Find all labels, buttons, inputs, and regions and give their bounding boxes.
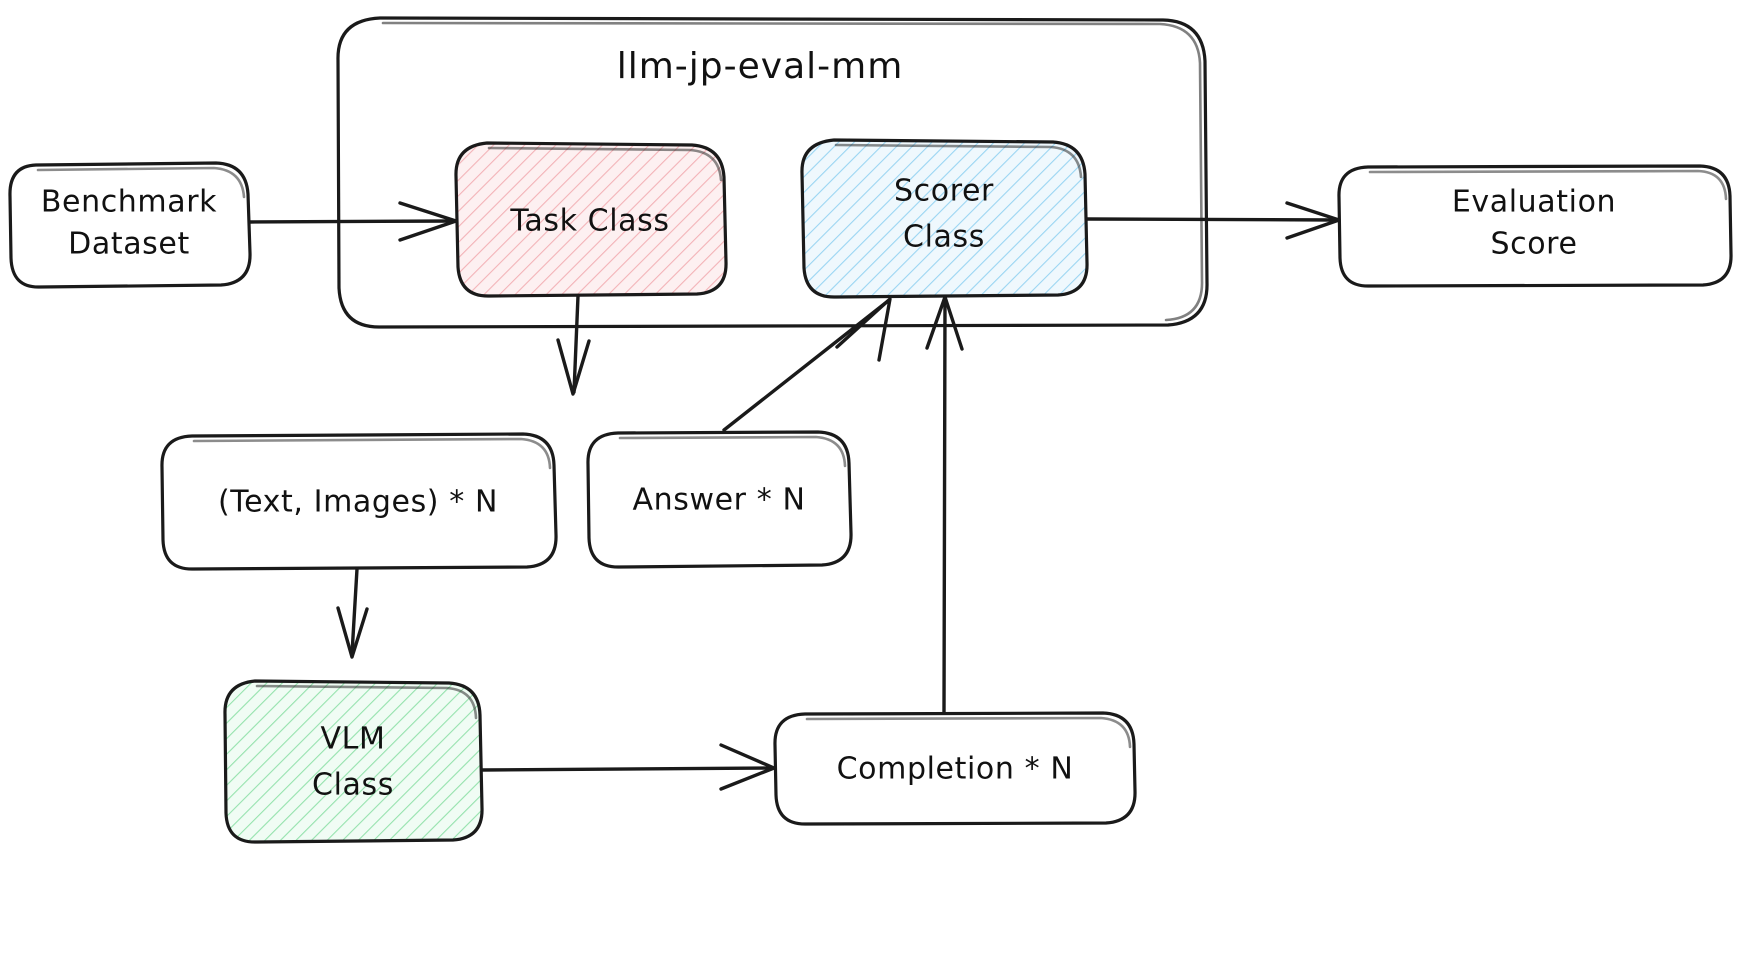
- node-answer-label-1: Answer * N: [632, 483, 805, 518]
- node-benchmark-dataset[interactable]: Benchmark Dataset: [8, 161, 252, 289]
- node-scorer-class-label-1: Scorer: [894, 174, 994, 209]
- node-evaluation-score[interactable]: Evaluation Score: [1337, 164, 1733, 288]
- node-vlm-class-label-1: VLM: [321, 722, 386, 757]
- node-evaluation-score-label-1: Evaluation: [1452, 185, 1616, 220]
- edge-task-to-text-images: [556, 294, 591, 396]
- edge-completion-to-scorer: [925, 295, 964, 715]
- edge-benchmark-to-task: [248, 201, 458, 242]
- node-vlm-class-label-2: Class: [312, 768, 394, 803]
- edge-answer-to-scorer: [722, 297, 892, 432]
- node-completion[interactable]: Completion * N: [773, 711, 1137, 826]
- container-title: llm-jp-eval-mm: [617, 46, 904, 87]
- node-evaluation-score-label-2: Score: [1490, 227, 1577, 262]
- node-scorer-class-label-2: Class: [903, 220, 985, 255]
- edge-text-images-to-vlm: [336, 567, 369, 659]
- node-task-class[interactable]: Task Class: [454, 141, 728, 298]
- node-benchmark-dataset-label-1: Benchmark: [41, 185, 217, 220]
- node-scorer-class[interactable]: Scorer Class: [800, 138, 1089, 299]
- node-task-class-label-1: Task Class: [509, 204, 669, 239]
- node-vlm-class[interactable]: VLM Class: [223, 679, 484, 844]
- node-text-images[interactable]: (Text, Images) * N: [160, 432, 558, 571]
- node-answer[interactable]: Answer * N: [586, 430, 853, 569]
- edge-vlm-to-completion: [480, 743, 776, 791]
- node-benchmark-dataset-label-2: Dataset: [68, 227, 190, 262]
- node-text-images-label-1: (Text, Images) * N: [218, 485, 498, 520]
- container-llm-jp-eval-mm: llm-jp-eval-mm: [336, 16, 1209, 329]
- node-completion-label-1: Completion * N: [837, 752, 1074, 787]
- edge-scorer-to-evaluation: [1085, 201, 1341, 240]
